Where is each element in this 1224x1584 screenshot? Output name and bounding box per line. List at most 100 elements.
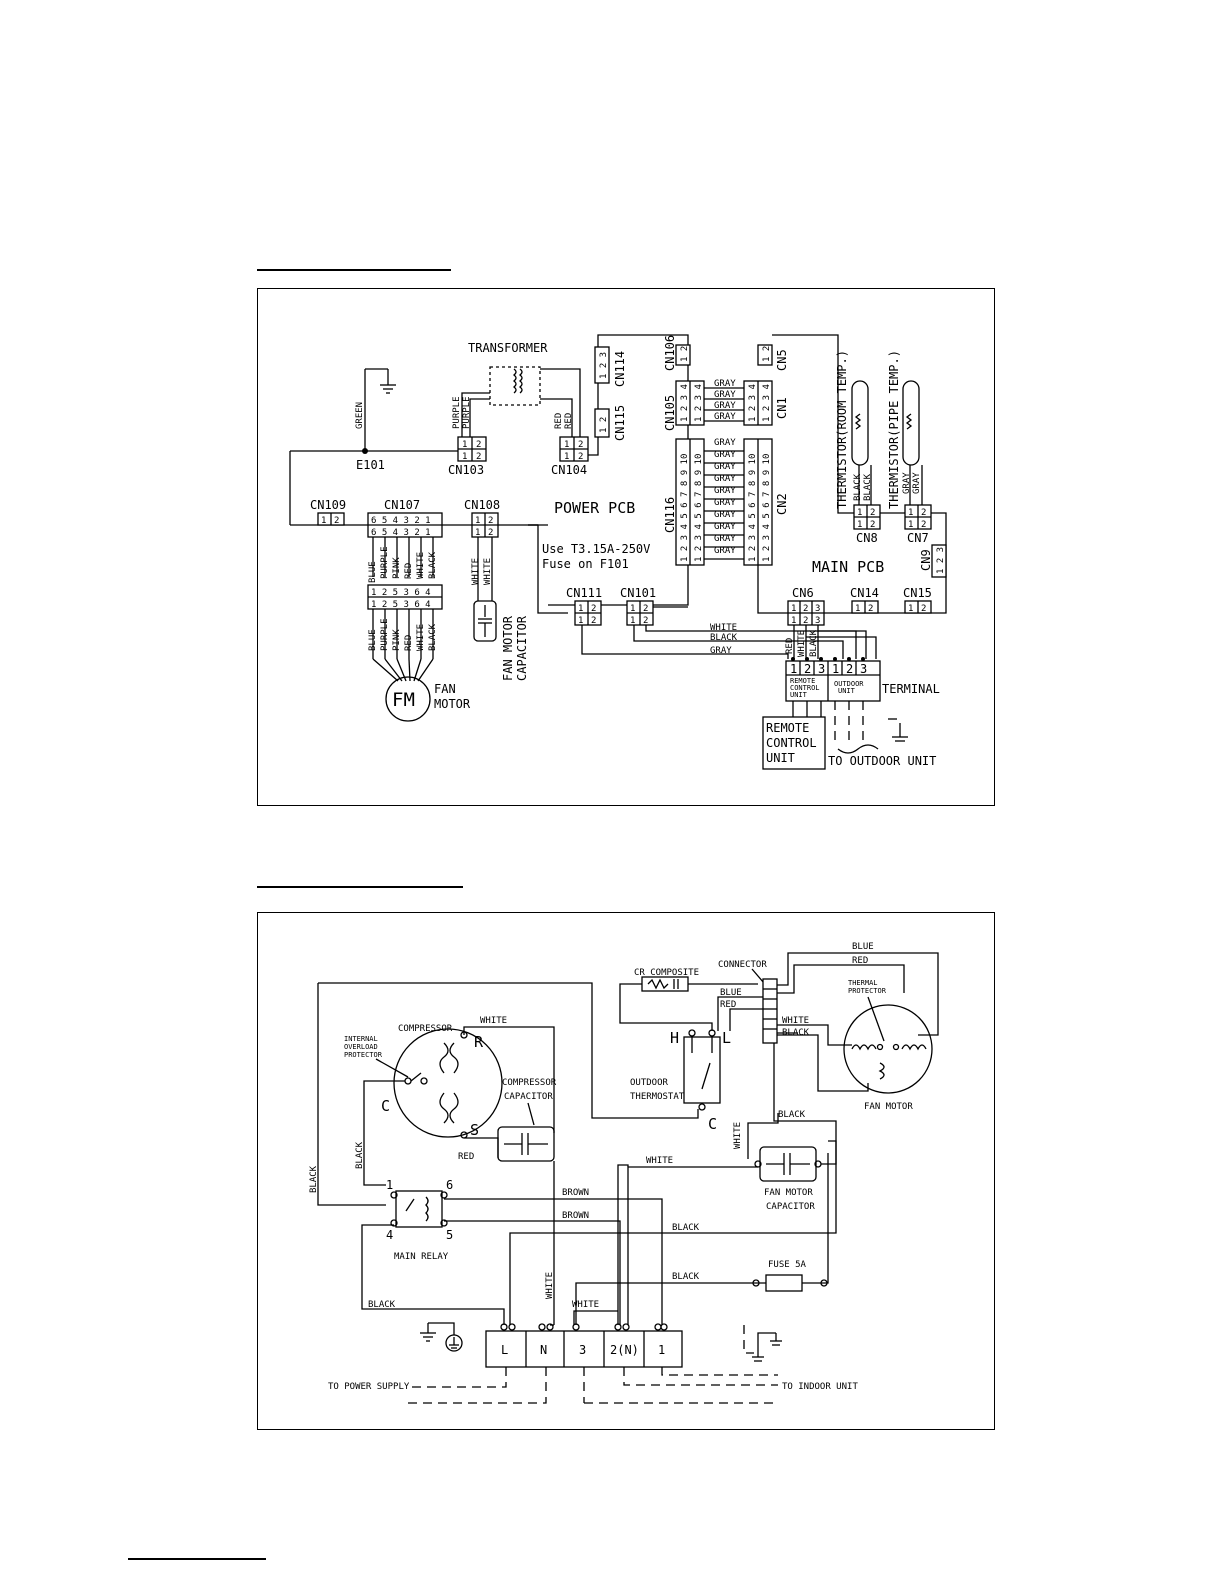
thermistor-room-label: THERMISTOR(ROOM TEMP.) <box>835 350 849 509</box>
brown-wire-1 <box>444 1198 663 1325</box>
fan-motor-fm-symbol: FM <box>392 689 415 711</box>
svg-text:1: 1 <box>857 508 862 518</box>
cn9-label: CN9 <box>919 549 933 571</box>
compressor-s-terminal: S <box>470 1121 479 1139</box>
svg-text:2: 2 <box>334 516 339 526</box>
cn114-connector: 1 2 3 <box>594 346 610 384</box>
heading-rule-outdoor <box>257 886 463 888</box>
gray-wires <box>704 387 744 560</box>
pipe-gray-label-1: GRAY <box>902 472 912 494</box>
thermistor-pipe-label: THERMISTOR(PIPE TEMP.) <box>887 350 901 509</box>
svg-text:OUTDOOR: OUTDOOR <box>834 680 864 688</box>
terminal-1: 1 <box>658 1343 665 1357</box>
svg-text:2: 2 <box>578 440 583 450</box>
white-wire-fan-motor <box>777 1024 852 1046</box>
comp-cap-label-1: COMPRESSOR <box>502 1078 557 1088</box>
ground-icon <box>380 369 396 394</box>
pink-wire-label-2: PINK <box>392 629 402 651</box>
svg-text:1: 1 <box>790 662 797 676</box>
room-black-label-2: BLACK <box>863 473 873 501</box>
fuse-note-line1: Use T3.15A-250V <box>542 542 650 556</box>
fan-cap-label-1: FAN MOTOR <box>764 1188 813 1198</box>
cn106-label: CN106 <box>663 335 677 371</box>
white-label-fan-cap: WHITE <box>646 1156 673 1166</box>
white-cap-label-2: WHITE <box>483 558 493 585</box>
svg-text:2: 2 <box>846 662 853 676</box>
svg-text:1 2 3 4 5 6 7 8 9 10: 1 2 3 4 5 6 7 8 9 10 <box>680 454 690 562</box>
black-label-fan-motor-2: BLACK <box>782 1028 810 1038</box>
transformer-icon <box>489 366 541 406</box>
svg-text:1: 1 <box>630 616 635 626</box>
white-cap-label-1: WHITE <box>471 558 481 585</box>
cn114-label: CN114 <box>613 351 627 387</box>
compressor-label: COMPRESSOR <box>398 1024 453 1034</box>
compressor-r-terminal: R <box>474 1033 484 1051</box>
fan-motor-coil-bottom <box>878 1062 885 1080</box>
fan-motor-icon <box>385 676 431 722</box>
fan-motor-wires <box>372 537 434 577</box>
cn1-label: CN1 <box>775 397 789 419</box>
connector-label: CONNECTOR <box>718 960 767 970</box>
svg-text:1 2 5 3 6 4: 1 2 5 3 6 4 <box>371 600 431 610</box>
brown-wire-2 <box>444 1220 621 1325</box>
svg-text:3: 3 <box>815 604 820 614</box>
svg-text:1 2 3 4 5 6 7 8 9 10: 1 2 3 4 5 6 7 8 9 10 <box>748 454 758 562</box>
cn105-connector: 1 2 3 4 1 2 3 4 <box>675 380 705 426</box>
svg-text:2: 2 <box>488 528 493 538</box>
compressor-white-label: WHITE <box>480 1016 507 1026</box>
svg-text:1 2: 1 2 <box>599 417 609 433</box>
room-black-label-1: BLACK <box>853 473 863 501</box>
brown-label-2: BROWN <box>562 1211 589 1221</box>
power-supply-dashed-lines <box>408 1367 778 1404</box>
svg-text:2: 2 <box>488 516 493 526</box>
cn5-label: CN5 <box>775 349 789 371</box>
white-label-fan-motor: WHITE <box>782 1016 809 1026</box>
white-wire-3-to-2n <box>573 1310 618 1325</box>
gray-label-4: GRAY <box>714 412 736 422</box>
black-label-fan-motor: BLACK <box>778 1110 806 1120</box>
fan-motor-lower-wires <box>372 609 434 682</box>
thermostat-label-2: THERMOSTAT <box>630 1092 685 1102</box>
gray-label-8: GRAY <box>714 474 736 484</box>
cn2-label: CN2 <box>775 493 789 515</box>
gray-label-6: GRAY <box>714 450 736 460</box>
relay-black-wire <box>361 1224 505 1325</box>
svg-text:3: 3 <box>815 616 820 626</box>
outdoor-thermostat-icon <box>683 1029 721 1111</box>
gray-wire <box>581 625 789 659</box>
cn115-label: CN115 <box>613 405 627 441</box>
white-label-vert-fan: WHITE <box>733 1122 743 1149</box>
cn103-label: CN103 <box>448 463 484 477</box>
cn116-connector: 1 2 3 4 5 6 7 8 9 10 1 2 3 4 5 6 7 8 9 1… <box>675 438 705 566</box>
svg-text:1: 1 <box>908 604 913 614</box>
svg-text:3: 3 <box>860 662 867 676</box>
red-cn6-label: RED <box>785 638 795 654</box>
red-wire-label-1: RED <box>554 413 564 429</box>
svg-text:1 2: 1 2 <box>680 346 690 362</box>
blue-wire-label-1: BLUE <box>368 561 378 583</box>
svg-text:1: 1 <box>462 440 467 450</box>
svg-text:2: 2 <box>921 508 926 518</box>
cn101-label: CN101 <box>620 586 656 600</box>
pink-wire-label-1: PINK <box>392 557 402 579</box>
white-wire <box>645 625 857 659</box>
fuse-note-line2: Fuse on F101 <box>542 557 629 571</box>
cr-composite-icon <box>641 976 689 992</box>
heading-rule-indoor <box>257 269 451 271</box>
svg-text:6 5 4 3 2 1: 6 5 4 3 2 1 <box>371 516 431 526</box>
gray-label-5: GRAY <box>714 438 736 448</box>
gray-label-10: GRAY <box>714 498 736 508</box>
svg-text:2: 2 <box>591 604 596 614</box>
gray-wire-label: GRAY <box>710 646 732 656</box>
cr-composite-label: CR COMPOSITE <box>634 968 699 978</box>
white-cn6-label: WHITE <box>797 630 807 657</box>
black-fan-wire-label-1: BLACK <box>428 551 438 579</box>
relay-pin-1: 1 <box>386 1178 393 1192</box>
